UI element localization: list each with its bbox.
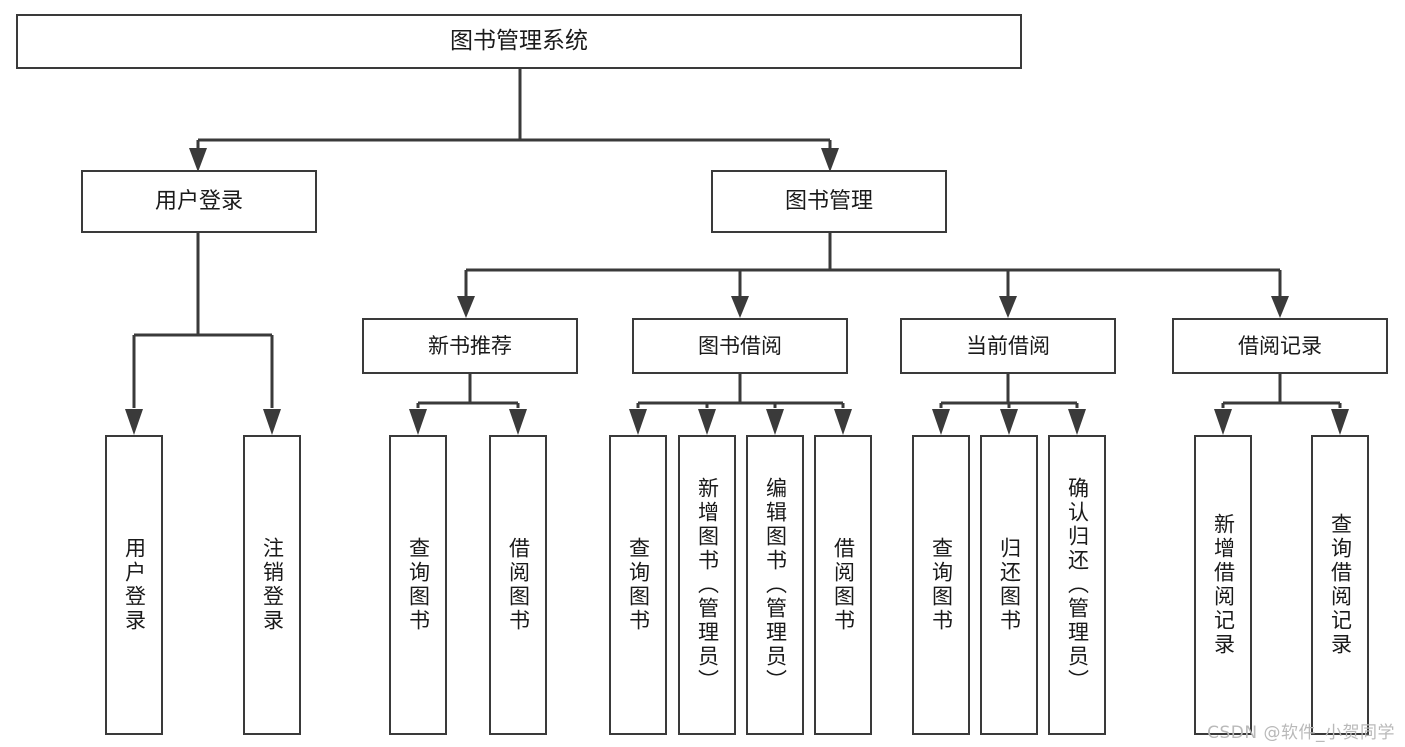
leaf-query-book-borrow[interactable]: 查询图书	[609, 435, 667, 735]
watermark: CSDN @软件_小贺同学	[1207, 723, 1395, 743]
leaf-add-book-admin[interactable]: 新增图书（管理员）	[678, 435, 736, 735]
leaf-query-book-current[interactable]: 查询图书	[912, 435, 970, 735]
leaf-user-login[interactable]: 用户登录	[105, 435, 163, 735]
leaf-label: 注销登录	[260, 537, 285, 633]
arrow-to-current	[999, 296, 1017, 318]
leaf-label: 编辑图书（管理员）	[763, 477, 788, 693]
leaf-label: 借阅图书	[831, 537, 856, 633]
leaf-label: 归还图书	[997, 537, 1022, 633]
leaf-query-borrow-record[interactable]: 查询借阅记录	[1311, 435, 1369, 735]
arrow-leaf-9	[932, 409, 950, 435]
node-root-system[interactable]: 图书管理系统	[16, 14, 1022, 69]
leaf-label: 借阅图书	[506, 537, 531, 633]
node-book-management[interactable]: 图书管理	[711, 170, 947, 233]
arrow-leaf-13	[1331, 409, 1349, 435]
node-borrow-record[interactable]: 借阅记录	[1172, 318, 1388, 374]
leaf-label: 查询图书	[929, 537, 954, 633]
arrow-leaf-10	[1000, 409, 1018, 435]
arrow-to-record	[1271, 296, 1289, 318]
node-current-borrow[interactable]: 当前借阅	[900, 318, 1116, 374]
arrow-leaf-6	[698, 409, 716, 435]
arrow-leaf-5	[629, 409, 647, 435]
arrow-root-to-bookmgmt	[821, 148, 839, 172]
arrow-leaf-4	[509, 409, 527, 435]
leaf-add-borrow-record[interactable]: 新增借阅记录	[1194, 435, 1252, 735]
leaf-label: 用户登录	[122, 537, 147, 633]
arrow-leaf-8	[834, 409, 852, 435]
leaf-return-book[interactable]: 归还图书	[980, 435, 1038, 735]
arrow-to-borrow	[731, 296, 749, 318]
leaf-label: 确认归还（管理员）	[1065, 477, 1090, 693]
leaf-label: 新增借阅记录	[1211, 513, 1236, 657]
leaf-logout[interactable]: 注销登录	[243, 435, 301, 735]
leaf-borrow-book-newbook[interactable]: 借阅图书	[489, 435, 547, 735]
leaf-borrow-book[interactable]: 借阅图书	[814, 435, 872, 735]
node-book-borrow[interactable]: 图书借阅	[632, 318, 848, 374]
leaf-edit-book-admin[interactable]: 编辑图书（管理员）	[746, 435, 804, 735]
leaf-label: 新增图书（管理员）	[695, 477, 720, 693]
arrow-leaf-7	[766, 409, 784, 435]
arrow-leaf-3	[409, 409, 427, 435]
arrow-leaf-2	[263, 409, 281, 435]
arrow-leaf-12	[1214, 409, 1232, 435]
arrow-leaf-1	[125, 409, 143, 435]
node-new-book-recommend[interactable]: 新书推荐	[362, 318, 578, 374]
leaf-confirm-return-admin[interactable]: 确认归还（管理员）	[1048, 435, 1106, 735]
leaf-query-book-newbook[interactable]: 查询图书	[389, 435, 447, 735]
leaf-label: 查询借阅记录	[1328, 513, 1353, 657]
arrow-leaf-11	[1068, 409, 1086, 435]
arrowheads	[125, 148, 1349, 435]
arrow-to-newbook	[457, 296, 475, 318]
leaf-label: 查询图书	[406, 537, 431, 633]
leaf-label: 查询图书	[626, 537, 651, 633]
node-user-login[interactable]: 用户登录	[81, 170, 317, 233]
arrow-root-to-login	[189, 148, 207, 172]
